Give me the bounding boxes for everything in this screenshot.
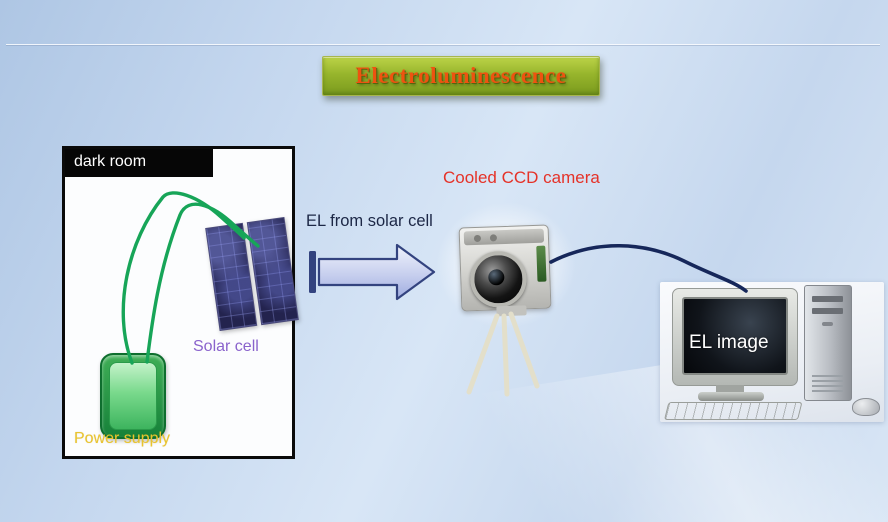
camera-body [458,224,552,317]
monitor-icon: EL image [672,288,798,386]
el-image-label: EL image [689,332,769,353]
dark-room-header: dark room [65,149,213,177]
camera-knob-icon [473,234,482,243]
tower-vents [812,372,843,392]
page-title: Electroluminescence [355,63,567,88]
camera-mount [496,305,527,317]
camera-lens-core [488,269,505,286]
ccd-camera-image [436,200,576,330]
cooled-ccd-camera-label: Cooled CCD camera [443,168,600,187]
camera-lens-icon [469,250,528,309]
solar-cell-image [205,216,299,332]
title-banner: Electroluminescence [322,56,600,96]
dark-room-label: dark room [74,153,147,170]
monitor-screen: EL image [682,297,788,375]
el-from-solar-cell-label: EL from solar cell [306,212,433,230]
tower-drive-slot [812,308,843,314]
el-arrow-icon [317,243,436,301]
tower-drive-slot [812,296,843,302]
pc-tower-icon [804,285,852,401]
power-supply-inner [109,362,157,430]
camera-top-plate [463,228,545,246]
camera-knob-icon [489,234,498,242]
arrow-tail-bar [309,251,316,293]
power-supply-icon [100,353,166,439]
keyboard-icon [664,402,803,420]
monitor-base [698,392,764,401]
solar-cell-label: Solar cell [193,338,259,355]
dark-room-box: dark room Solar cell Power supply [62,146,299,459]
power-supply-label: Power supply [74,430,171,447]
mouse-icon [852,398,880,416]
divider-line [6,44,880,45]
camera-circuit-board [536,245,547,282]
tower-power-button [822,322,833,326]
computer-image: EL image [660,282,884,422]
monitor-stand [716,385,744,393]
